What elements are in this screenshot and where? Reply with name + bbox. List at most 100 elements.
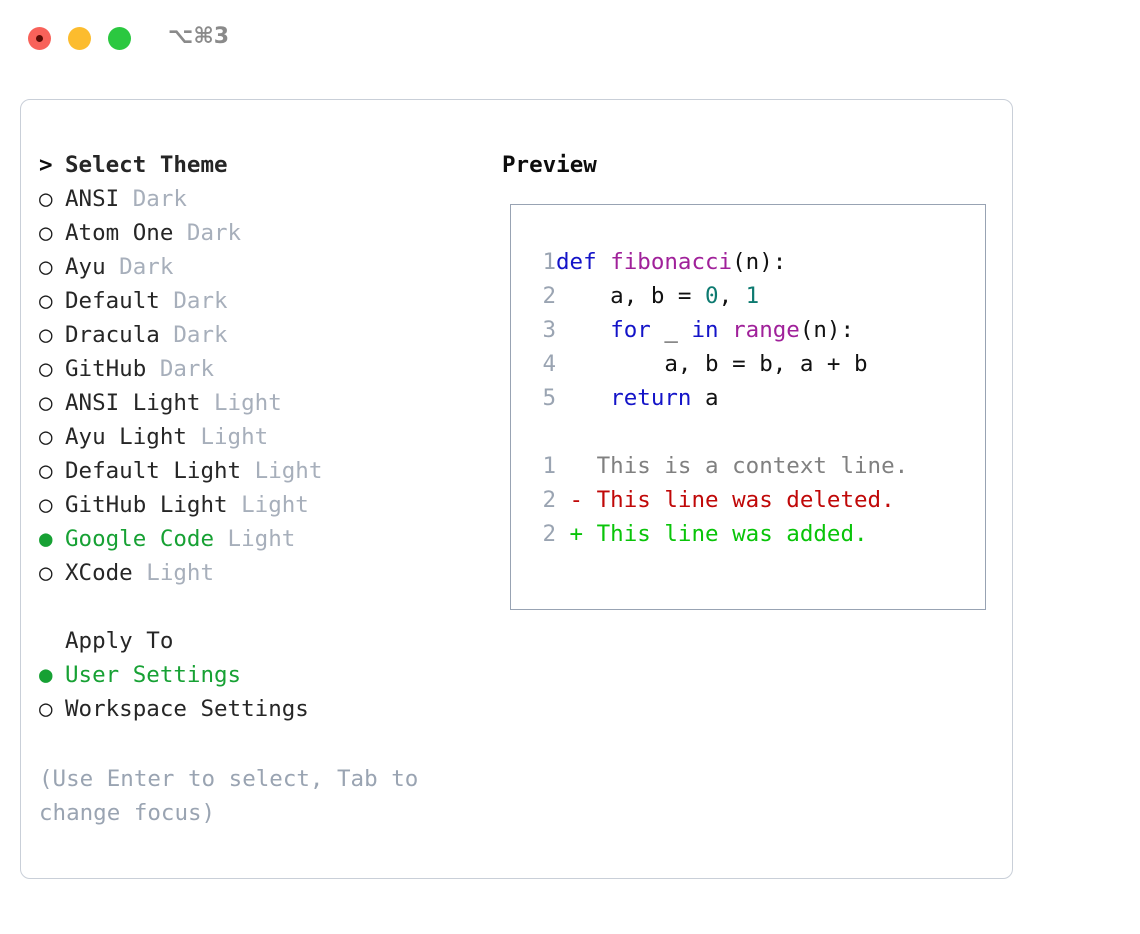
item-label: Default [65,288,160,314]
caret-icon: > [39,152,53,178]
radio-unselected-icon: ○ [39,458,53,484]
line-number: 1 [542,453,556,479]
code-spacer [532,415,908,449]
radio-unselected-icon: ○ [39,254,53,280]
item-category: Dark [159,288,228,314]
item-label: Select Theme [65,152,228,178]
item-label: ANSI Light [65,390,201,416]
item-label: User Settings [65,662,242,688]
section-spacer [39,590,479,624]
code-token: _ [650,317,692,343]
maximize-window-button[interactable] [108,27,131,50]
code-token: 1 [745,283,760,309]
radio-unselected-icon: ○ [39,390,53,416]
code-token: def [556,249,611,275]
close-window-button[interactable] [28,27,51,50]
radio-selected-icon: ● [39,526,53,552]
line-number: 2 [542,487,556,513]
item-category: Dark [105,254,174,280]
theme-option-xcode[interactable]: ○XCode Light [39,556,479,590]
theme-option-ansi[interactable]: ○ ANSI Dark [39,182,479,216]
keyboard-shortcut-label: ⌥⌘3 [168,24,230,49]
code-token [719,317,733,343]
item-category: Light [186,424,269,450]
item-category: Dark [159,322,228,348]
radio-unselected-icon: ○ [39,696,53,722]
apply-to-option-workspace-settings[interactable]: ○ Workspace Settings [39,692,479,726]
theme-option-ansi-light[interactable]: ○ANSI Light Light [39,386,479,420]
line-number: 1 [542,249,556,275]
code-line: 3 for _ in range(n): [532,313,908,347]
title-bar: ⌥⌘3 [0,0,1140,78]
item-label: Apply To [65,628,174,654]
code-token: range [732,317,800,343]
radio-unselected-icon: ○ [39,220,53,246]
theme-option-ayu[interactable]: ○ Ayu Dark [39,250,479,284]
item-category: Dark [146,356,215,382]
theme-option-google-code[interactable]: ● Google Code Light [39,522,479,556]
radio-unselected-icon: ○ [39,424,53,450]
code-token: in [691,317,719,343]
code-line: 1def fibonacci(n): [532,245,908,279]
code-token [556,317,610,343]
diff-line: 1 This is a context line. [532,449,908,483]
code-line: 5 return a [532,381,908,415]
code-token: a [691,385,719,411]
item-label: Dracula [65,322,160,348]
radio-unselected-icon: ○ [39,560,53,586]
item-label: XCode [65,560,133,586]
item-label: Default Light [65,458,242,484]
theme-option-github[interactable]: ○ GitHub Dark [39,352,479,386]
item-label: Ayu Light [65,424,187,450]
theme-option-dracula[interactable]: ○Dracula Dark [39,318,479,352]
minimize-window-button[interactable] [68,27,91,50]
code-token [556,385,610,411]
code-token: 0 [705,283,719,309]
diff-line: 2 - This line was deleted. [532,483,908,517]
radio-unselected-icon: ○ [39,186,53,212]
item-label: ANSI [65,186,120,212]
code-token: (n): [799,317,855,343]
line-number: 5 [542,385,556,411]
no-icon [39,624,65,658]
code-token: - This line was deleted. [556,487,895,513]
code-token: (n): [732,249,787,275]
diff-line: 2 + This line was added. [532,517,908,551]
apply-to-option-user-settings[interactable]: ● User Settings [39,658,479,692]
item-label: Atom One [65,220,174,246]
theme-list-heading: > Select Theme [39,148,479,182]
theme-list: > Select Theme ○ ANSI Dark ○ Atom One Dark ○ Ay… [39,148,479,726]
theme-option-atom-one[interactable]: ○ Atom One Dark [39,216,479,250]
line-number: 4 [542,351,556,377]
line-number: 2 [542,521,556,547]
item-label: Ayu [65,254,106,280]
theme-option-default-light[interactable]: ○Default Light Light [39,454,479,488]
theme-option-default[interactable]: ○Default Dark [39,284,479,318]
preview-heading: Preview [502,152,597,178]
item-category: Light [214,526,296,552]
code-token: fibonacci [610,249,733,275]
item-label: Workspace Settings [65,696,309,722]
code-token: a, b = b, a + b [556,351,868,377]
line-number: 2 [542,283,556,309]
item-category: Light [227,492,309,518]
keyboard-hint-text: (Use Enter to select, Tab to change focu… [39,766,419,826]
theme-option-github-light[interactable]: ○GitHub Light Light [39,488,479,522]
theme-option-ayu-light[interactable]: ○ Ayu Light Light [39,420,479,454]
item-label: Google Code [65,526,215,552]
line-number: 3 [542,317,556,343]
item-category: Dark [119,186,187,212]
item-category: Dark [173,220,242,246]
code-token: , [718,283,746,309]
code-token: This is a context line. [556,453,909,479]
radio-unselected-icon: ○ [39,356,53,382]
apply-to-heading: Apply To [39,624,479,658]
code-line: 4 a, b = b, a + b [532,347,908,381]
item-label: GitHub [65,356,147,382]
theme-selector-panel: > Select Theme ○ ANSI Dark ○ Atom One Dark ○ Ay… [20,99,1013,879]
radio-selected-icon: ● [39,662,53,688]
code-token: a, b = [556,283,706,309]
